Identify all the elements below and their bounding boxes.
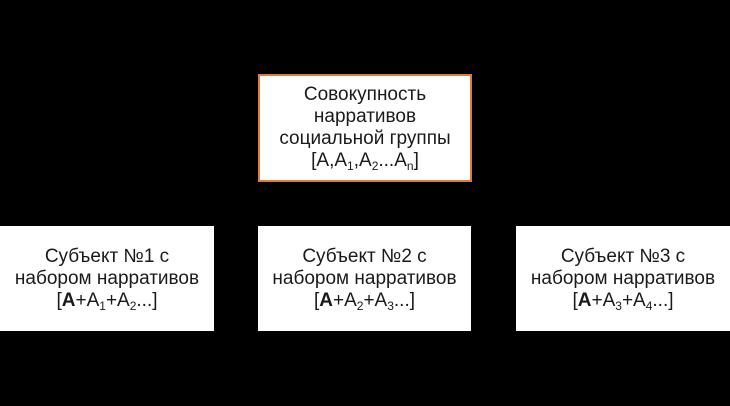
group-node-line-2: нарративов xyxy=(313,106,417,127)
subject-3-line-1: Субъект №3 с xyxy=(560,245,686,267)
group-narratives-node: Совокупность нарративов социальной групп… xyxy=(258,74,472,182)
subject-1-formula: [A+A1+A2...] xyxy=(56,289,158,313)
subject-3-line-2: набором нарративов xyxy=(530,267,716,289)
subject-3-node: Субъект №3 с набором нарративов [A+A3+A4… xyxy=(516,226,730,331)
group-node-line-3: социальной группы xyxy=(279,128,451,149)
subject-2-line-1: Субъект №2 с xyxy=(302,245,427,267)
subject-3-formula: [A+A3+A4...] xyxy=(572,289,674,313)
subject-2-formula: [A+A2+A3...] xyxy=(313,289,416,313)
subject-2-line-2: набором нарративов xyxy=(272,267,457,289)
subject-1-node: Субъект №1 с набором нарративов [A+A1+A2… xyxy=(0,226,214,331)
subject-1-line-2: набором нарративов xyxy=(14,267,200,289)
group-node-line-1: Совокупность xyxy=(303,84,427,105)
subject-2-node: Субъект №2 с набором нарративов [A+A2+A3… xyxy=(258,226,471,331)
subject-1-line-1: Субъект №1 с xyxy=(44,245,170,267)
group-node-formula: [A,A1,A2...An] xyxy=(311,150,419,173)
